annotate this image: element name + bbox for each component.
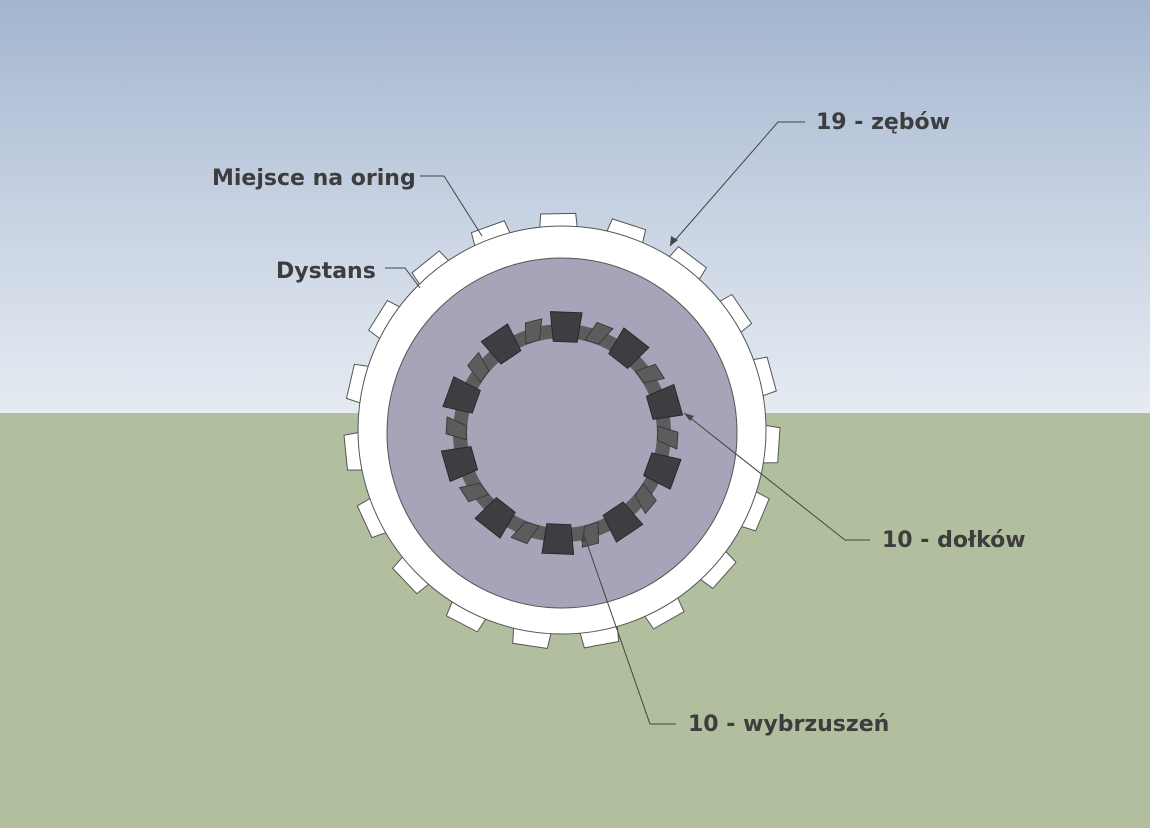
inner-dimple	[445, 416, 467, 441]
label-bulges: 10 - wybrzuszeń	[688, 712, 890, 737]
leader-lines	[385, 121, 870, 725]
inner-bulge	[645, 383, 684, 420]
leader-spacer	[385, 267, 421, 289]
label-dimples: 10 - dołków	[882, 528, 1026, 553]
inner-bulge	[541, 523, 575, 555]
spacer-disc	[386, 257, 738, 609]
leader-oring	[420, 175, 483, 237]
inner-bulge	[643, 452, 682, 490]
inner-bulge	[549, 311, 583, 343]
label-teeth: 19 - zębów	[816, 110, 950, 135]
inner-dimple	[584, 321, 614, 345]
inner-bulge	[442, 376, 481, 414]
leader-dimples	[683, 412, 870, 541]
inner-bulge	[608, 327, 650, 370]
label-spacer: Dystans	[276, 259, 376, 284]
inner-dimple	[510, 521, 540, 545]
label-oring-place: Miejsce na oring	[212, 166, 416, 191]
inner-bulge	[440, 446, 479, 483]
inner-profile	[440, 311, 684, 555]
arrowhead-teeth	[670, 236, 678, 246]
inner-dimple	[524, 318, 543, 345]
leader-bulges	[582, 531, 676, 725]
inner-bulge	[474, 496, 516, 539]
leader-teeth	[669, 121, 805, 247]
inner-dimple	[634, 363, 666, 384]
inner-dimple	[634, 483, 657, 515]
inner-bulge	[602, 501, 644, 543]
arrowhead-bulges	[581, 532, 587, 542]
inner-dimple	[467, 351, 490, 383]
inner-dimple	[657, 425, 679, 450]
arrowhead-dimples	[684, 413, 694, 421]
inner-dimple	[458, 482, 490, 503]
inner-bulge	[480, 323, 522, 365]
